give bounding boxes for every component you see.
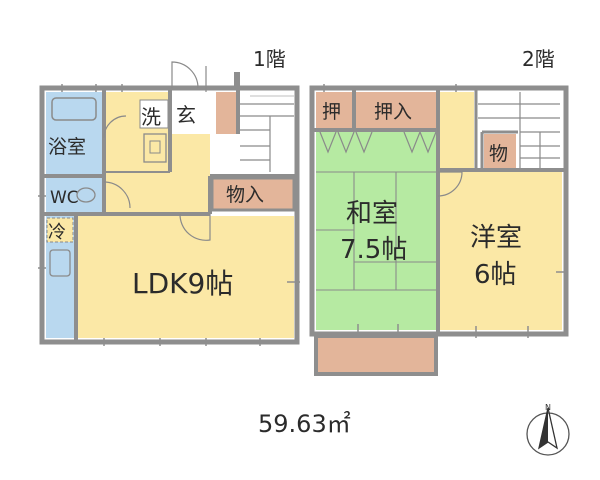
sliding-door-mark [419, 131, 437, 154]
closet [356, 92, 436, 128]
window-ticks [38, 84, 568, 346]
shoe-cabinet [216, 92, 238, 134]
toilet-icon [76, 187, 96, 203]
sliding-door-mark [337, 131, 355, 154]
western-door-swing [437, 171, 463, 197]
total-area: 59.63㎡ [258, 410, 351, 438]
compass-icon: N [526, 403, 570, 456]
compass-arrow-fill [539, 408, 548, 448]
bath-label: 浴室 [48, 136, 86, 158]
stairs-2f [476, 92, 562, 132]
toilet-label: WC [50, 188, 79, 208]
washroom-label: 洗 [141, 105, 161, 129]
balcony [314, 334, 438, 376]
entrance-label: 玄 [176, 103, 196, 127]
storage-label: 物入 [226, 184, 264, 206]
sliding-door-mark [319, 131, 337, 154]
tatami-lines [316, 171, 436, 291]
storage-small [484, 134, 516, 168]
storage-room [210, 176, 296, 212]
compass-north-label: N [545, 403, 551, 412]
ldk-door-swing [179, 213, 211, 241]
stairs-2f-steps [478, 92, 560, 170]
bath-room [46, 92, 102, 174]
hall-2f [440, 92, 474, 168]
closet-small [316, 92, 352, 128]
entrance [172, 92, 216, 134]
western-room [440, 172, 562, 330]
floor-1-label: 1階 [253, 47, 286, 71]
sliding-door-mark [403, 131, 421, 154]
japanese-room-name: 和室 [346, 199, 398, 229]
floor-2-label: 2階 [522, 47, 555, 71]
bathtub-icon [51, 97, 97, 121]
fridge-label: 冷 [48, 222, 66, 243]
toilet-room [46, 178, 102, 212]
fridge-space [46, 217, 74, 243]
western-room-name: 洋室 [470, 223, 522, 253]
first-floor-interior-walls [44, 90, 295, 340]
stairs-1f-steps [240, 95, 294, 172]
second-floor-plan: 押 押入 和室 7.5帖 洋室 6帖 [309, 85, 569, 376]
washroom-label-box [139, 99, 169, 129]
closet-label: 押入 [374, 101, 412, 123]
stairs-1f [240, 92, 294, 172]
second-floor-doors [437, 110, 463, 197]
washbasin-bowl [149, 140, 161, 154]
first-floor-plan: 浴室 WC 冷 洗 玄 物入 [39, 61, 300, 345]
bath-door-swing [103, 115, 127, 139]
closet-small-label: 押 [322, 101, 341, 123]
ldk-room [78, 216, 294, 338]
japanese-room-size: 7.5帖 [340, 235, 407, 265]
second-floor-interior-walls [314, 90, 564, 332]
sliding-door-mark [355, 131, 373, 154]
washbasin-icon [143, 133, 167, 163]
toilet-door-swing [103, 181, 131, 209]
door-jamb [234, 72, 240, 90]
entrance-door-swing [171, 61, 199, 89]
storage-small-label: 物 [489, 143, 508, 165]
sink-icon [49, 249, 71, 277]
ldk-label: LDK9帖 [132, 267, 233, 300]
western-room-size: 6帖 [474, 260, 517, 290]
first-floor-doors [103, 61, 240, 241]
japanese-room [316, 132, 436, 330]
